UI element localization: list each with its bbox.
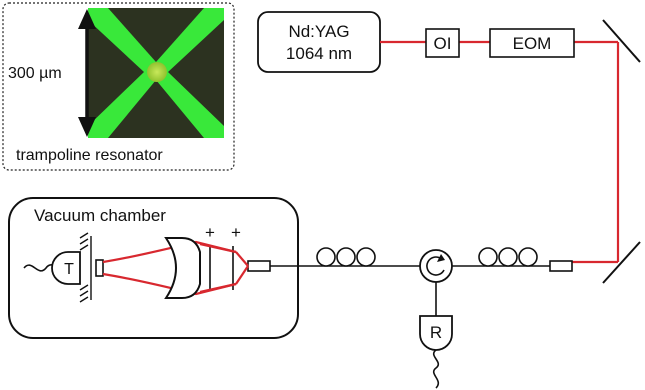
transducer-label: T bbox=[64, 261, 74, 278]
isolator-label: OI bbox=[434, 34, 452, 53]
resonator-inset: 300 µm trampoline resonator bbox=[2, 2, 235, 171]
fiber-coupler-right bbox=[549, 260, 573, 272]
polarization-controller-right bbox=[478, 247, 538, 267]
optical-isolator: OI bbox=[425, 28, 460, 58]
lens-stack bbox=[209, 246, 234, 290]
cavity-mirror bbox=[164, 237, 201, 299]
laser-name: Nd:YAG bbox=[288, 22, 349, 41]
mirror-top bbox=[602, 19, 641, 63]
scale-label: 300 µm bbox=[8, 65, 62, 82]
electro-optic-modulator: EOM bbox=[489, 28, 575, 58]
chamber-title: Vacuum chamber bbox=[34, 206, 166, 225]
inset-caption: trampoline resonator bbox=[16, 147, 163, 164]
laser-wavelength: 1064 nm bbox=[286, 44, 352, 63]
sample-mount bbox=[79, 232, 92, 303]
resonator-micrograph bbox=[88, 8, 224, 138]
scale-arrow bbox=[78, 9, 96, 137]
fiber-line bbox=[270, 265, 550, 316]
modulator-label: EOM bbox=[513, 34, 552, 53]
fiber-coupler-left bbox=[247, 260, 271, 272]
mirror-bottom bbox=[602, 241, 641, 284]
lens-plus-2: + bbox=[231, 223, 241, 242]
laser-source: Nd:YAG 1064 nm bbox=[257, 11, 381, 73]
photoreceiver: R bbox=[419, 315, 453, 389]
polarization-controller-left bbox=[316, 247, 376, 267]
receiver-label: R bbox=[430, 323, 442, 342]
transducer: T bbox=[51, 251, 81, 285]
inset-frame bbox=[2, 2, 235, 171]
receiver-output-wire bbox=[432, 349, 440, 389]
vacuum-chamber: Vacuum chamber T + + bbox=[8, 197, 299, 339]
trampoline-sample bbox=[95, 259, 104, 277]
circulator bbox=[419, 249, 453, 283]
lens-plus-1: + bbox=[205, 223, 215, 242]
laser-beam bbox=[380, 40, 620, 264]
membrane-pad bbox=[147, 62, 167, 82]
